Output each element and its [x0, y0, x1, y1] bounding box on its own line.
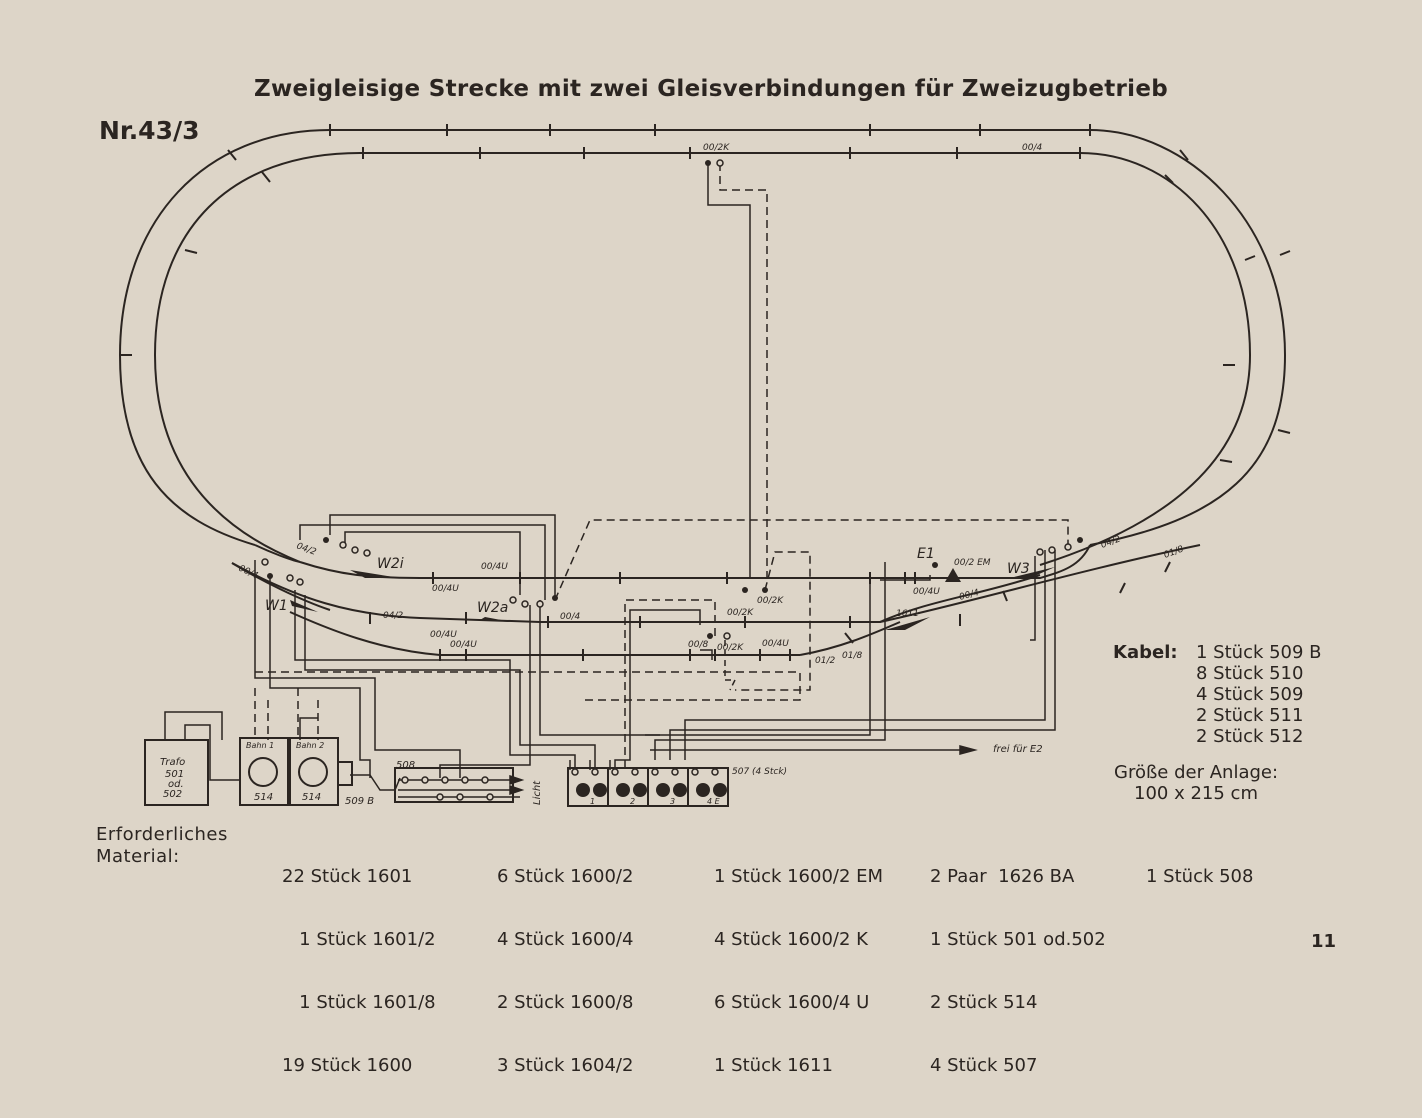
label-0014: 00/4: [237, 564, 260, 582]
label-004-top: 00/4: [1022, 143, 1042, 153]
material-item: 1 Stück 501 od.502: [930, 929, 1106, 950]
label-042-right: 04/2: [1100, 534, 1123, 550]
bahn1-controller: [239, 737, 289, 806]
kabel-item: 8 Stück 510: [1196, 663, 1304, 684]
licht-label: Licht: [532, 780, 543, 805]
page-number: 11: [1311, 931, 1337, 952]
manual-page: W1 W2i W2a W3 E1 00/2K 00/4 00/4 04/2 00…: [96, 76, 1337, 1076]
switch-w3: [1010, 567, 1055, 578]
label-004u-5: 00/4U: [762, 639, 789, 649]
material-item: 4 Stück 1600/4: [497, 929, 634, 950]
bahn1-label: Bahn 1: [246, 741, 274, 750]
bahn2-controller: [289, 737, 339, 806]
label-w1: W1: [265, 598, 288, 614]
page-title: Zweigleisige Strecke mit zwei Gleisverbi…: [253, 76, 1169, 102]
label-0012em: 00/2 EM: [954, 558, 991, 568]
kabel-item: 2 Stück 511: [1196, 705, 1304, 726]
kabel-item: 1 Stück 509 B: [1196, 642, 1322, 663]
trafo-label-3: od.: [168, 779, 184, 790]
label-0012k-b: 00/2K: [757, 596, 784, 606]
r514b-label: 514: [302, 792, 321, 803]
label-018-a: 01/8: [842, 651, 862, 661]
material-column-2: 6 Stück 1600/2 4 Stück 1600/4 2 Stück 16…: [497, 824, 633, 1118]
material-label: Erforderliches Material:: [96, 824, 228, 868]
r508-label: 508: [396, 760, 415, 771]
label-004u-1: 00/4U: [432, 584, 459, 594]
label-0012k-top: 00/2K: [703, 143, 730, 153]
label-0012k-a: 00/2K: [727, 608, 754, 618]
label-004u-4: 00/4U: [450, 640, 477, 650]
kabel-item: 4 Stück 509: [1196, 684, 1304, 705]
label-w2i: W2i: [377, 556, 404, 572]
label-0012k-c: 00/2K: [717, 643, 744, 653]
station-track-3: [289, 611, 800, 656]
label-004u-2: 00/4U: [481, 562, 508, 572]
label-e1: E1: [917, 546, 935, 562]
r514a-label: 514: [254, 792, 273, 803]
outer-loop-track: [118, 129, 1287, 546]
switch-1611: [885, 617, 930, 630]
r507-label: 507 (4 Stck): [732, 767, 787, 777]
signal-e1: [945, 568, 961, 582]
material-item: 2 Paar 1626 BA: [930, 866, 1075, 887]
material-item: 1 Stück 1600/2 EM: [714, 866, 884, 887]
trafo-label-2: 501: [165, 769, 184, 780]
kabel-item: 2 Stück 512: [1196, 726, 1304, 747]
material-item: 1 Stück 1601/8: [282, 992, 436, 1013]
track-plan-diagram: W1 W2i W2a W3 E1 00/2K 00/4 00/4 04/2 00…: [118, 124, 1291, 807]
material-item: 4 Stück 507: [930, 1055, 1038, 1076]
inner-loop-track: [153, 152, 1252, 566]
material-item: 2 Stück 1600/8: [497, 992, 634, 1013]
label-018-b: 01/8: [1163, 544, 1186, 560]
plan-number: Nr.43/3: [99, 116, 200, 145]
r509b-label: 509 B: [345, 796, 374, 807]
switch-w2a: [480, 617, 512, 622]
label-008: 00/8: [688, 640, 708, 650]
switch-w2i: [350, 570, 400, 578]
material-label-line1: Erforderliches: [96, 824, 228, 845]
material-column-3: 1 Stück 1600/2 EM 4 Stück 1600/2 K 6 Stü…: [714, 824, 883, 1118]
material-item: 6 Stück 1600/4 U: [714, 992, 870, 1013]
material-item: 4 Stück 1600/2 K: [714, 929, 868, 950]
material-item: 1 Stück 1601/2: [282, 929, 436, 950]
label-042-mid: 04/2: [383, 611, 403, 621]
frei-label: frei für E2: [993, 744, 1043, 755]
material-item: 1 Stück 508: [1146, 866, 1254, 887]
layout-size: Größe der Anlage: 100 x 215 cm: [1114, 762, 1278, 804]
material-label-line2: Material:: [96, 846, 180, 867]
layout-size-label: Größe der Anlage:: [1114, 762, 1279, 783]
label-004u-6: 00/4U: [913, 587, 940, 597]
terminal-508: [394, 767, 514, 803]
label-042-left: 04/2: [295, 541, 318, 557]
material-item: 6 Stück 1600/2: [497, 866, 634, 887]
material-column-4: 2 Paar 1626 BA 1 Stück 501 od.502 2 Stüc…: [930, 824, 1106, 1118]
material-column-5: 1 Stück 508: [1146, 824, 1253, 929]
sw-num-3: 3: [670, 797, 675, 806]
switch-w1: [290, 600, 318, 612]
layout-size-value: 100 x 215 cm: [1134, 783, 1258, 804]
material-item: 22 Stück 1601: [282, 866, 413, 887]
sw-num-2: 2: [630, 797, 635, 806]
material-item: 19 Stück 1600: [282, 1055, 413, 1076]
material-item: 2 Stück 514: [930, 992, 1038, 1013]
kabel-label: Kabel:: [1113, 642, 1178, 663]
label-1611: 1611: [896, 609, 919, 619]
bahn2-label: Bahn 2: [296, 741, 324, 750]
label-004-a: 00/4: [560, 612, 580, 622]
trafo-label-4: 502: [163, 789, 182, 800]
label-w3: W3: [1007, 561, 1030, 577]
station-track-1: [299, 544, 1091, 579]
trafo-box: [144, 739, 209, 806]
label-004u-3: 00/4U: [430, 630, 457, 640]
material-item: 1 Stück 1611: [714, 1055, 833, 1076]
label-012: 01/2: [815, 656, 835, 666]
kabel-list: 1 Stück 509 B 8 Stück 510 4 Stück 509 2 …: [1196, 642, 1322, 747]
sw-num-4: 4 E: [707, 797, 721, 806]
sw-num-1: 1: [590, 797, 595, 806]
material-item: 3 Stück 1604/2: [497, 1055, 634, 1076]
label-w2a: W2a: [477, 600, 508, 616]
material-column-1: 22 Stück 1601 1 Stück 1601/2 1 Stück 160…: [282, 824, 436, 1118]
trafo-label-1: Trafo: [160, 757, 185, 768]
